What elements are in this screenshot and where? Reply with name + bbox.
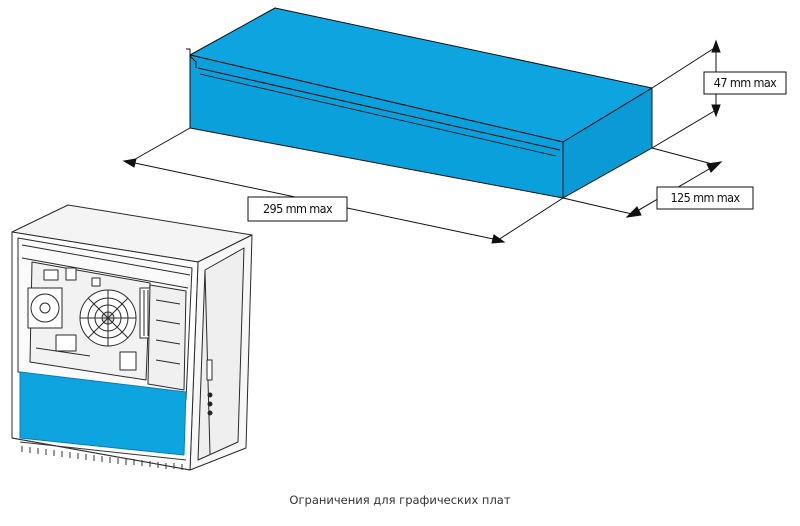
length-label: 295 mm max [263,201,333,216]
case-bottom-vents [11,437,191,471]
gpu-volume-box [186,7,653,199]
depth-arrow-start [706,161,723,173]
dimension-labels: 47 mm max 125 mm max 295 mm max [247,71,787,222]
height-label-box: 47 mm max [703,71,787,95]
gpu-box-bracket-ridge-2 [199,73,557,157]
pc-case-illustration [11,204,253,471]
gpu-box-bracket-ridge [197,67,561,151]
figure-caption: Ограничения для графических плат [289,493,511,507]
case-gpu-zone [19,371,187,456]
front-io-usb-port [206,359,213,381]
rear-fan [27,287,63,329]
length-label-box: 295 mm max [247,196,348,222]
depth-arrow-end [625,206,642,218]
cpu-cooler [79,289,137,347]
length-arrow-start [122,158,137,168]
length-arrow-end [491,234,506,244]
height-arrow-bottom [711,104,721,118]
case-front-fascia [197,247,245,461]
height-label: 47 mm max [714,75,777,90]
depth-label-box: 125 mm max [656,186,754,210]
height-arrow-top [711,39,721,53]
power-supply [147,284,187,391]
depth-label: 125 mm max [670,190,740,205]
gpu-box-bracket-tab [186,48,197,68]
front-io-button [207,392,213,398]
